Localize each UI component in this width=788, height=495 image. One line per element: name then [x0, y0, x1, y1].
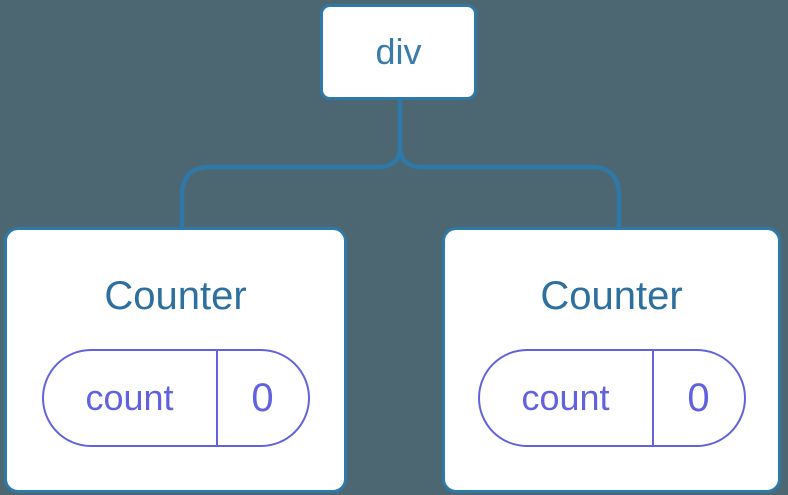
state-value-label: 0 [251, 376, 274, 420]
state-key-cell: count [480, 351, 654, 445]
state-value-cell: 0 [218, 351, 308, 445]
state-key-label: count [85, 377, 174, 418]
root-node-label: div [375, 31, 422, 72]
state-value-label: 0 [687, 376, 710, 420]
component-name-label: Counter [540, 274, 683, 318]
state-key-cell: count [44, 351, 218, 445]
connector-branch-right [397, 146, 622, 229]
connector-branch-left [179, 146, 403, 229]
component-name-label: Counter [104, 274, 247, 318]
state-value-cell: 0 [654, 351, 744, 445]
tree-node-counter-left: Counter count 0 [4, 227, 347, 493]
state-key-label: count [521, 377, 610, 418]
tree-node-counter-right: Counter count 0 [442, 227, 781, 493]
state-pill: count 0 [41, 349, 310, 447]
state-pill: count 0 [477, 349, 746, 447]
tree-node-div: div [320, 4, 477, 100]
